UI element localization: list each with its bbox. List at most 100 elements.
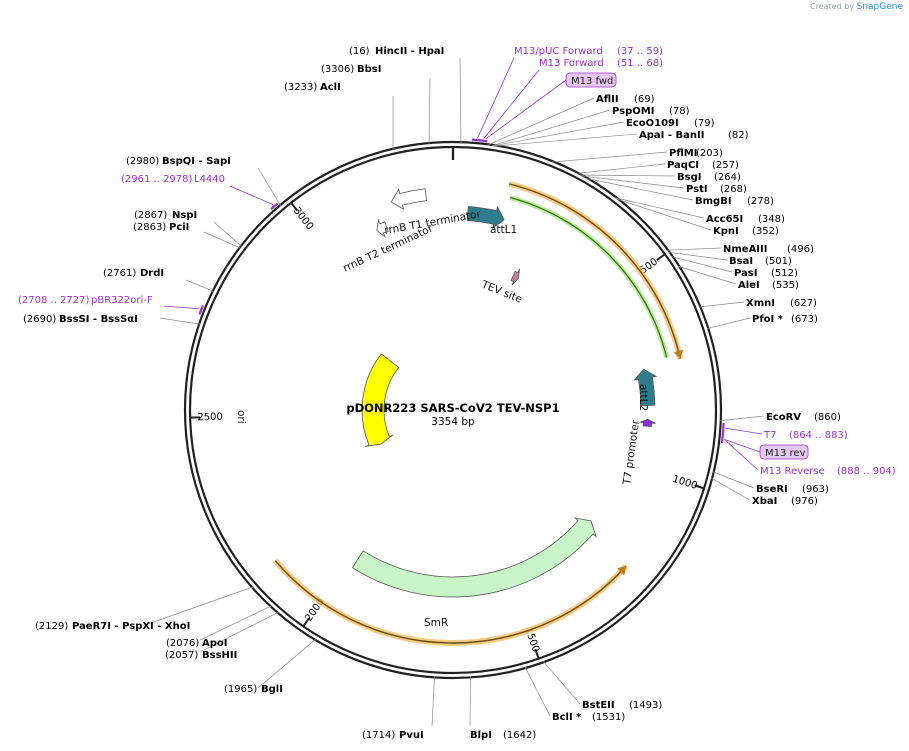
site-blpi: BlpI bbox=[470, 730, 492, 741]
site-paqci-pos: (257) bbox=[712, 160, 739, 171]
site-nspi-pos: (2867) bbox=[134, 210, 167, 221]
site-leader-20 bbox=[493, 133, 638, 147]
site-bcli: BclI * bbox=[552, 712, 582, 723]
plasmid-length: 3354 bp bbox=[431, 416, 475, 428]
tick-mark-1000 bbox=[694, 484, 706, 490]
site-leader-7 bbox=[185, 279, 214, 292]
site-leader-15 bbox=[542, 661, 581, 705]
primer-site-mark-4 bbox=[720, 422, 725, 444]
primer-site-mark-3 bbox=[198, 304, 205, 315]
site-drdi-pos: (2761) bbox=[103, 268, 136, 279]
feature-attL2 bbox=[633, 368, 658, 407]
feature-rrnb-t2-terminator bbox=[376, 218, 389, 239]
tick-mark-500 bbox=[656, 252, 667, 261]
site-leader-5 bbox=[213, 221, 243, 247]
site-alei-pos: (535) bbox=[772, 280, 799, 291]
site-leader-11 bbox=[199, 611, 279, 653]
feature-label-attl2: attL2 bbox=[637, 384, 649, 411]
site-bgli: BglI bbox=[261, 684, 283, 695]
feature-smr bbox=[351, 517, 597, 598]
primer-leader-7 bbox=[724, 438, 761, 453]
site-bsssi: BssSI - BssSαI bbox=[59, 314, 138, 325]
site-pvui-pos: (1714) bbox=[362, 730, 395, 741]
site-drdi: DrdI bbox=[140, 268, 164, 279]
feature-tev-site bbox=[510, 268, 521, 286]
site-bspqi-sapi: BspQI - SapI bbox=[162, 156, 231, 167]
orf-line-2 bbox=[274, 560, 627, 644]
orf-2 bbox=[273, 558, 629, 646]
site-xmni: XmnI bbox=[746, 298, 775, 309]
site-hincii-hpai-pos: (16) bbox=[349, 46, 370, 57]
site-bseri: BseRI bbox=[756, 484, 788, 495]
orf-1 bbox=[508, 180, 684, 360]
primer-pbr322ori-range: (2708 .. 2727) bbox=[18, 295, 90, 306]
site-leader-21 bbox=[552, 151, 668, 163]
site-aflii-pos: (69) bbox=[634, 94, 655, 105]
site-hincii-hpai: HincII - HpaI bbox=[375, 46, 444, 57]
site-paer7i-pos: (2129) bbox=[35, 621, 68, 632]
primer-m13-forward-range: (51 .. 68) bbox=[617, 58, 663, 69]
site-pasi-pos: (512) bbox=[771, 268, 798, 279]
primer-t7: T7 bbox=[763, 430, 776, 441]
tick-mark-1500 bbox=[534, 648, 540, 660]
tick-mark-3000 bbox=[289, 201, 299, 212]
feature-ori bbox=[361, 353, 400, 447]
site-leader-2 bbox=[428, 77, 431, 145]
site-leader-24 bbox=[581, 175, 685, 189]
primer-leader-5 bbox=[163, 305, 200, 310]
site-alei: AleI bbox=[738, 280, 760, 291]
site-bsssi-pos: (2690) bbox=[23, 314, 56, 325]
site-leader-36 bbox=[711, 477, 751, 501]
primer-m13-puc-forward: M13/pUC Forward bbox=[514, 46, 603, 57]
site-kpni: KpnI bbox=[713, 226, 739, 237]
site-acli-pos: (3233) bbox=[284, 82, 317, 93]
backbone-outer bbox=[183, 140, 723, 680]
backbone-inner bbox=[188, 145, 718, 675]
site-xbai-pos: (976) bbox=[791, 496, 818, 507]
feature-attL1 bbox=[466, 205, 505, 230]
tick-label-2500: 2500 bbox=[197, 412, 223, 424]
site-pspomi: PspOMI bbox=[612, 106, 654, 117]
primer-leader-8 bbox=[724, 439, 759, 471]
site-bbsi-pos: (3306) bbox=[321, 64, 354, 75]
site-bsteii: BstEII bbox=[582, 700, 615, 711]
site-leader-10 bbox=[199, 605, 272, 641]
site-nmeaiii-pos: (496) bbox=[787, 244, 814, 255]
site-leader-28 bbox=[666, 247, 722, 251]
branding-prefix: Created by bbox=[810, 2, 855, 11]
site-ecoo109i: EcoO109I bbox=[626, 118, 679, 129]
site-psti: PstI bbox=[686, 184, 708, 195]
site-leader-23 bbox=[579, 174, 676, 177]
site-bmgbi: BmgBI bbox=[695, 196, 732, 207]
site-leader-27 bbox=[616, 198, 712, 231]
plasmid-name: pDONR223 SARS-CoV2 TEV-NSP1 bbox=[346, 401, 559, 415]
site-bbsi: BbsI bbox=[357, 64, 381, 75]
tick-mark-2000 bbox=[302, 617, 310, 628]
tick-label-3000: 3000 bbox=[291, 205, 315, 232]
site-bcli-pos: (1531) bbox=[592, 712, 625, 723]
primer-m13-forward: M13 Forward bbox=[539, 58, 604, 69]
site-bsai: BsaI bbox=[729, 256, 753, 267]
site-ecorv-pos: (860) bbox=[814, 412, 841, 423]
primer-m13-fwd: M13 fwd bbox=[571, 76, 613, 87]
primer-leader-2 bbox=[483, 69, 540, 139]
site-bsshii-pos: (2057) bbox=[165, 650, 198, 661]
feature-label-t7-promoter: T7 promoter bbox=[621, 419, 642, 487]
feature-label-attl1: attL1 bbox=[490, 224, 517, 236]
primer-leader-4 bbox=[229, 185, 274, 206]
site-leader-22 bbox=[576, 163, 666, 174]
site-leader-26 bbox=[614, 197, 705, 219]
site-leader-18 bbox=[491, 109, 611, 147]
site-bgli-pos: (1965) bbox=[224, 684, 257, 695]
site-leader-16 bbox=[524, 666, 551, 717]
site-apoi: ApoI bbox=[202, 638, 228, 649]
site-leader-13 bbox=[431, 676, 435, 727]
site-pflmi-pos: (203) bbox=[696, 148, 723, 159]
site-pcii-pos: (2863) bbox=[133, 222, 166, 233]
site-aflii: AflII bbox=[596, 94, 619, 105]
site-leader-9 bbox=[147, 586, 254, 625]
site-pcii: PciI bbox=[169, 222, 189, 233]
orf-arrowhead-1 bbox=[673, 349, 684, 359]
site-bsshii: BssHII bbox=[202, 650, 237, 661]
